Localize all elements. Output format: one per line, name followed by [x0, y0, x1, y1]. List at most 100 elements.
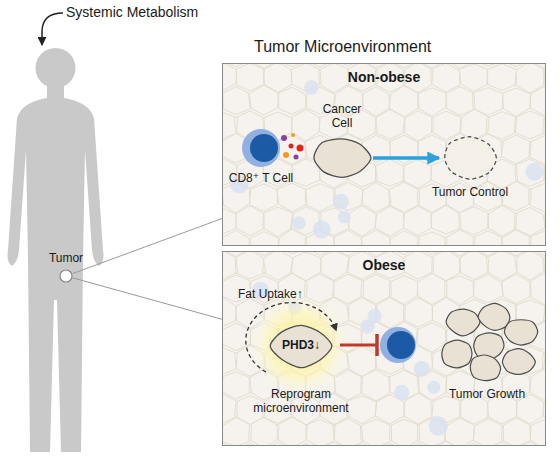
curved-arrow [42, 13, 63, 45]
tissue-cell [459, 251, 488, 280]
stromal-cell [367, 309, 381, 323]
t-cell-outer [242, 129, 280, 167]
t-cell-inner [387, 331, 415, 359]
node-shape [439, 134, 501, 182]
tumor-site: Tumor [59, 269, 73, 283]
tissue-cell [361, 230, 390, 246]
t-cell-outer [380, 327, 416, 363]
panel-background [222, 251, 546, 446]
tissue-cell [459, 64, 487, 92]
connector [73, 278, 222, 319]
t-cell-inner [250, 134, 278, 162]
node-label: Tumor [49, 252, 83, 266]
cancer-cell: Fat Uptake↑PHD3↓Reprogram microenvironme… [268, 322, 334, 370]
cell-outline [314, 139, 371, 177]
tissue-cell [375, 159, 404, 186]
heading-label: Tumor Microenvironment [254, 38, 431, 56]
tissue-cell [459, 207, 489, 235]
stromal-cell [304, 80, 319, 95]
tissue-cell [263, 63, 292, 92]
tissue-cell [236, 206, 264, 236]
granule [281, 135, 287, 141]
tissue-cell [291, 110, 320, 141]
tissue-cells [222, 251, 546, 446]
node-shape [311, 134, 373, 182]
tissue-cell [390, 419, 420, 446]
tissue-cell [444, 418, 474, 446]
tissue-cell [249, 417, 279, 446]
node-label: Cancer Cell [314, 103, 370, 131]
tissue-cell [473, 274, 503, 303]
tissue-cell [473, 231, 502, 246]
tissue-cell [432, 251, 461, 281]
node-shape [59, 269, 73, 283]
tissue-cell [501, 135, 531, 164]
stromal-cell [414, 361, 430, 377]
cell-outline [478, 303, 510, 330]
tissue-cell [250, 232, 279, 246]
tissue-cell [347, 396, 377, 424]
tissue-cell [502, 418, 531, 446]
tissue-cell [530, 420, 546, 446]
human-body [8, 86, 104, 452]
stromal-cell [292, 216, 306, 230]
tissue-cell [417, 135, 446, 162]
tumor-marker [60, 270, 72, 282]
tissue-cells [222, 63, 546, 246]
node-label: Tumor Control [432, 186, 508, 200]
tissue-cell [375, 109, 405, 139]
tissue-cell [515, 159, 544, 186]
panel-background [222, 63, 546, 246]
tissue-cell [501, 230, 531, 246]
tissue-cell [431, 205, 461, 234]
cell-outline [470, 355, 500, 381]
inhibition-line [340, 344, 376, 347]
tissue-cell [390, 135, 418, 163]
tissue-cell [306, 420, 335, 446]
tissue-cell [334, 182, 364, 210]
t-cell: CD8⁺ T Cell [241, 128, 281, 168]
tissue-cell [389, 86, 419, 117]
node-shape [435, 300, 539, 384]
connector [73, 219, 222, 274]
tissue-cell [530, 273, 546, 304]
tissue-cell [222, 372, 251, 399]
tissue-texture [192, 37, 559, 459]
tissue-cell [515, 111, 546, 139]
tissue-cell [249, 85, 279, 115]
cell-outline [442, 340, 472, 368]
tissue-cell [403, 206, 431, 235]
granule [289, 144, 294, 149]
tissue-cell [235, 251, 265, 279]
tissue-cell [445, 276, 475, 305]
tissue-cell [418, 88, 447, 116]
cell-outline [445, 137, 497, 179]
tissue-cell [403, 298, 432, 327]
node-label: Tumor Growth [449, 388, 525, 402]
tissue-cell [473, 419, 503, 446]
human-head [36, 48, 76, 88]
node-label: CD8⁺ T Cell [229, 172, 294, 186]
node-label: PHD3↓ [268, 339, 334, 353]
heading-label: Systemic Metabolism [66, 4, 198, 20]
stromal-cell [429, 416, 448, 435]
tissue-cell [222, 297, 237, 326]
tissue-cell [222, 230, 249, 246]
panel-title: Obese [223, 257, 545, 273]
cancer-cell: Cancer Cell [311, 134, 373, 182]
dashed-cycle-arrow [246, 303, 336, 372]
node-label: Reprogram microenvironment [246, 388, 356, 416]
tissue-cell [333, 418, 363, 446]
connector [373, 156, 439, 160]
cell-outline [502, 349, 535, 375]
granule [294, 155, 299, 160]
tissue-cell [278, 229, 307, 246]
tissue-cell [530, 87, 546, 116]
tissue-cell [277, 183, 307, 212]
tissue-cell [222, 87, 252, 115]
tissue-cell [431, 63, 460, 92]
granule [283, 152, 289, 158]
stromal-cell [427, 381, 440, 394]
